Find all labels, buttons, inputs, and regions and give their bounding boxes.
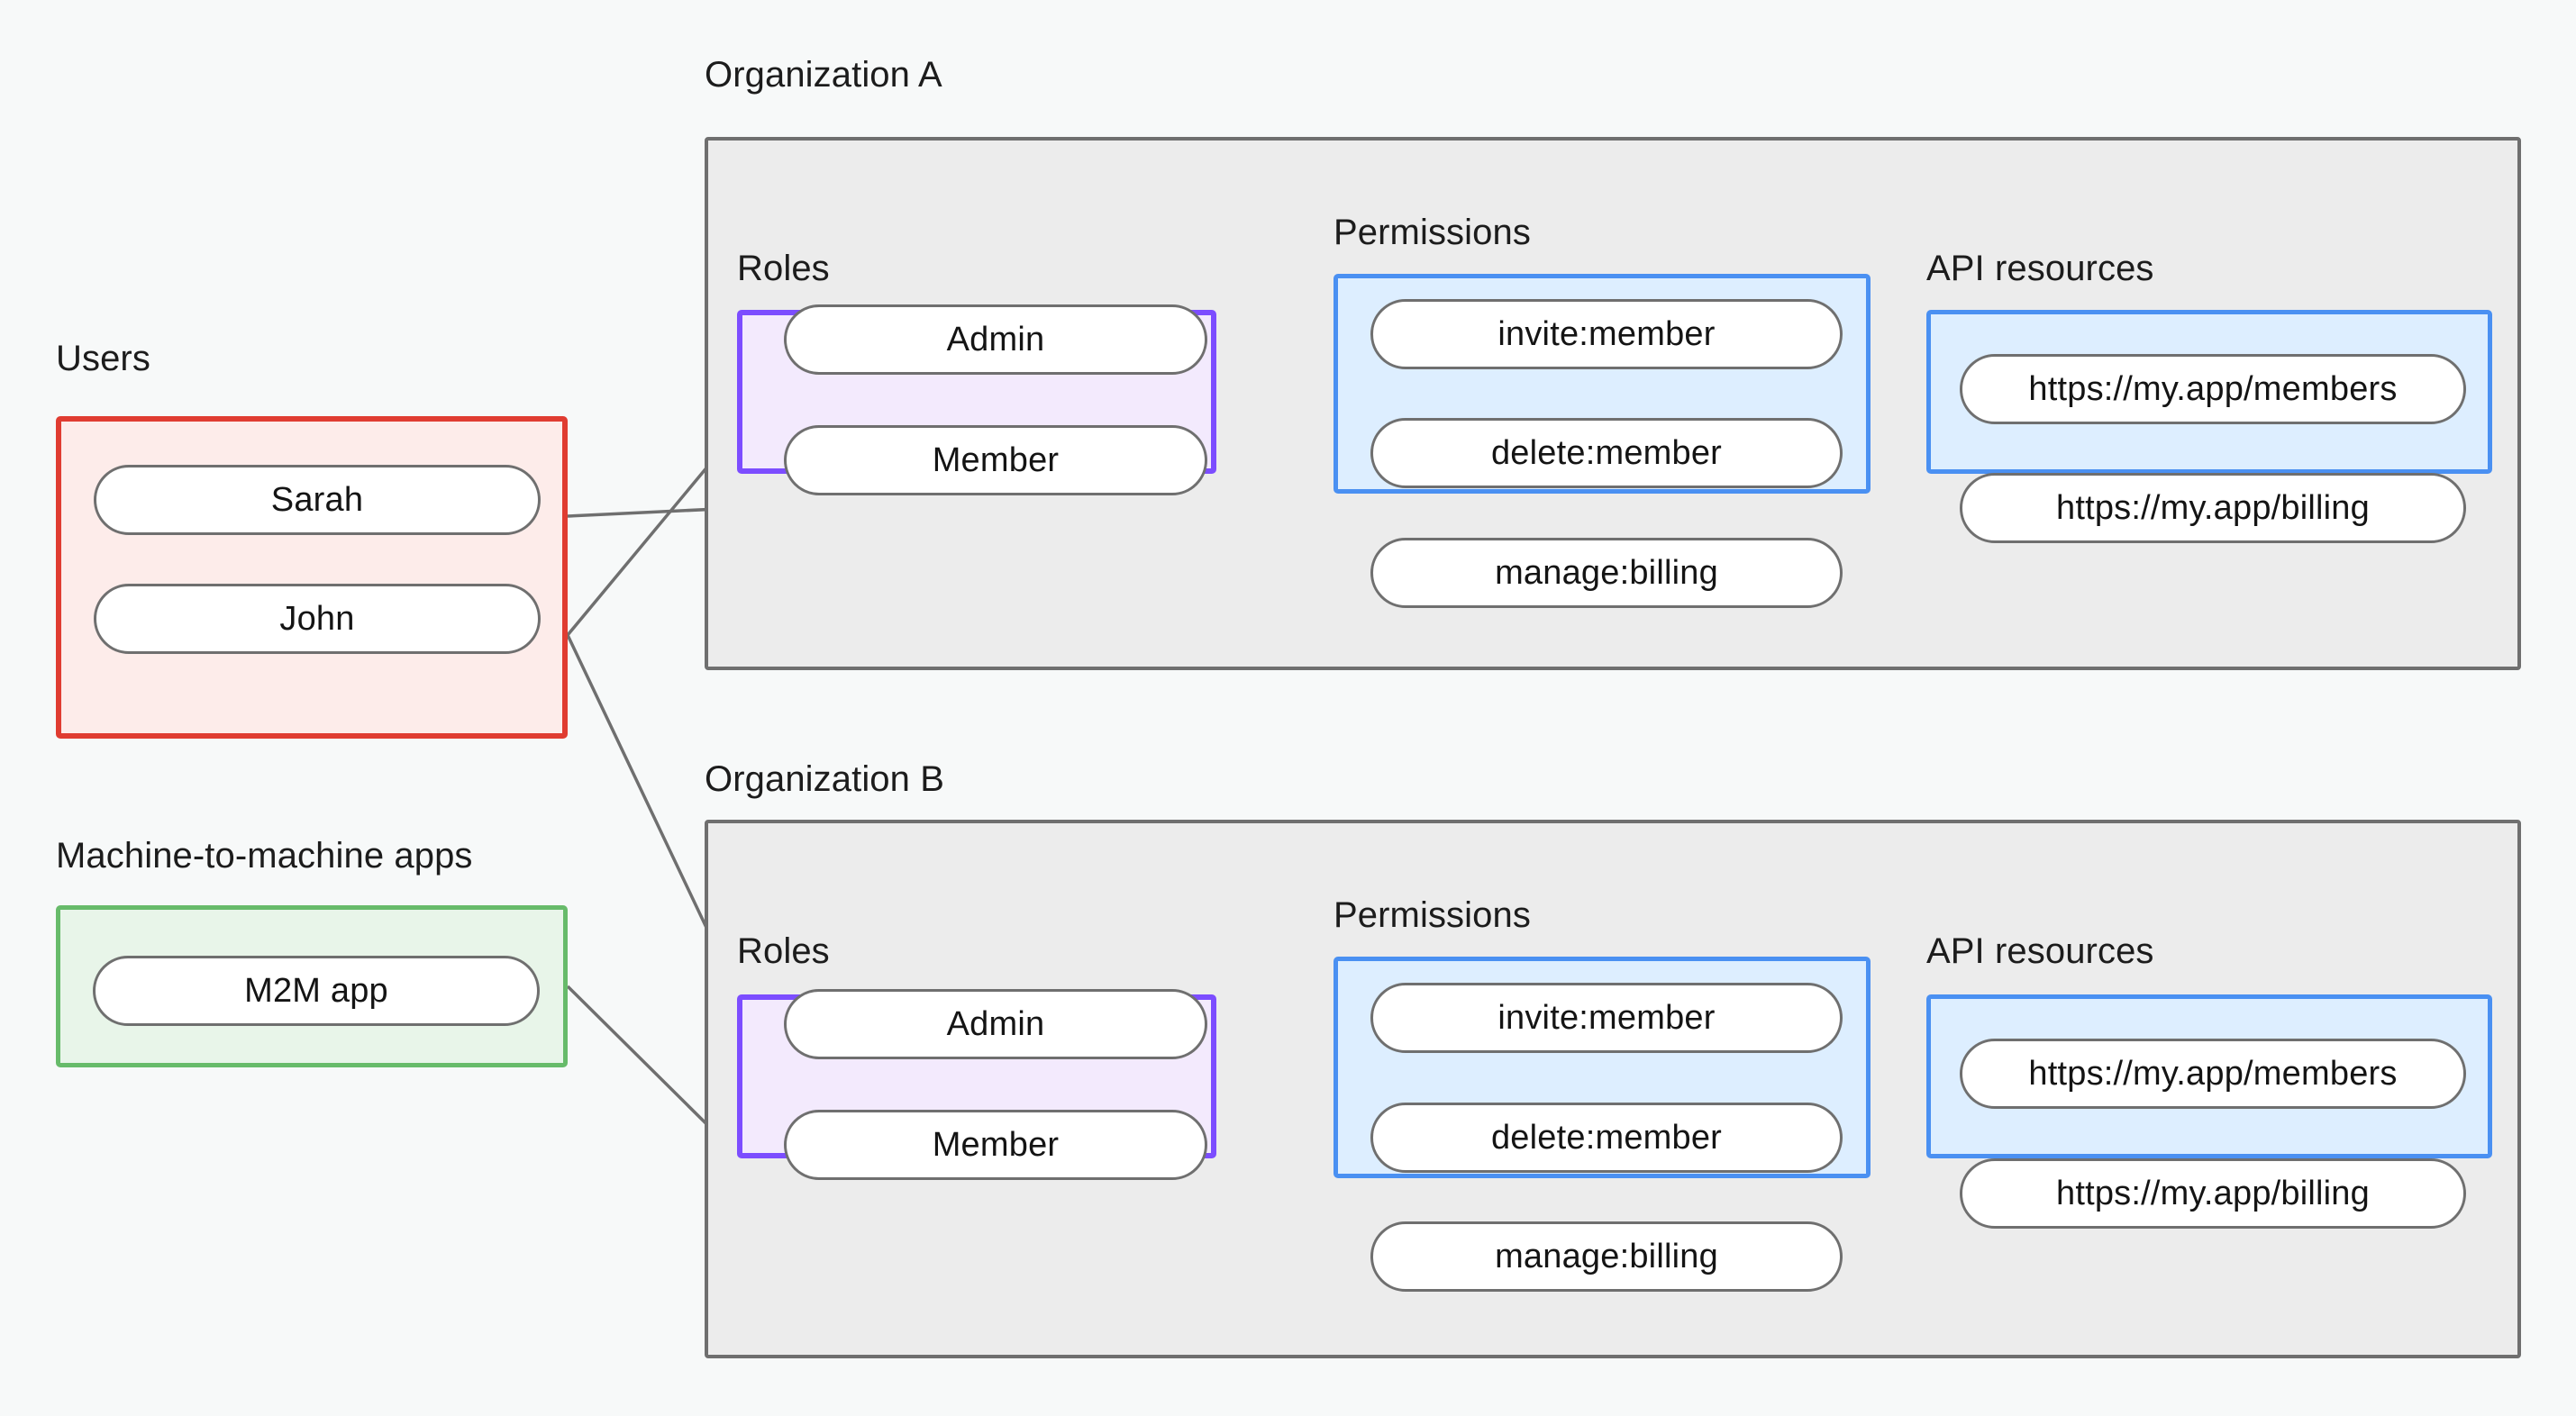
org-a-roles-caption: Roles bbox=[737, 249, 830, 288]
org-a-api-billing[interactable]: https://my.app/billing bbox=[1960, 473, 2466, 543]
org-b-roles-group: Admin Member bbox=[737, 989, 1216, 1180]
org-a-role-member[interactable]: Member bbox=[784, 425, 1207, 495]
org-a-api-group: https://my.app/members https://my.app/bi… bbox=[1926, 310, 2492, 543]
m2m-node-app[interactable]: M2M app bbox=[93, 956, 540, 1026]
org-a-permission-manage[interactable]: manage:billing bbox=[1370, 538, 1843, 608]
org-b-api-caption: API resources bbox=[1926, 931, 2154, 971]
org-b-permissions-caption: Permissions bbox=[1334, 895, 1531, 935]
org-b-role-member[interactable]: Member bbox=[784, 1110, 1207, 1180]
users-caption: Users bbox=[56, 339, 150, 378]
org-b-permission-invite[interactable]: invite:member bbox=[1370, 983, 1843, 1053]
m2m-caption: Machine-to-machine apps bbox=[56, 836, 473, 876]
org-b-permission-manage[interactable]: manage:billing bbox=[1370, 1221, 1843, 1292]
m2m-group: M2M app bbox=[56, 905, 568, 1067]
org-b-caption: Organization B bbox=[705, 759, 944, 799]
org-b-role-admin[interactable]: Admin bbox=[784, 989, 1207, 1059]
org-a-role-admin[interactable]: Admin bbox=[784, 304, 1207, 375]
org-a-permissions-group: invite:member delete:member manage:billi… bbox=[1334, 274, 1871, 608]
org-a-permissions-caption: Permissions bbox=[1334, 213, 1531, 252]
org-b-api-group: https://my.app/members https://my.app/bi… bbox=[1926, 994, 2492, 1229]
org-a-api-caption: API resources bbox=[1926, 249, 2154, 288]
org-b-api-billing[interactable]: https://my.app/billing bbox=[1960, 1158, 2466, 1229]
users-group: Sarah John bbox=[56, 416, 568, 739]
org-a-permission-delete[interactable]: delete:member bbox=[1370, 418, 1843, 488]
org-b-api-members[interactable]: https://my.app/members bbox=[1960, 1039, 2466, 1109]
org-a-roles-group: Admin Member bbox=[737, 304, 1216, 495]
org-b-roles-caption: Roles bbox=[737, 931, 830, 971]
user-node-sarah[interactable]: Sarah bbox=[94, 465, 541, 535]
org-a-caption: Organization A bbox=[705, 55, 942, 95]
org-a-api-members[interactable]: https://my.app/members bbox=[1960, 354, 2466, 424]
org-b-permission-delete[interactable]: delete:member bbox=[1370, 1103, 1843, 1173]
org-b-permissions-group: invite:member delete:member manage:billi… bbox=[1334, 957, 1871, 1292]
user-node-john[interactable]: John bbox=[94, 584, 541, 654]
org-b-container: Roles Admin Member Permissions invite:me… bbox=[705, 820, 2521, 1358]
org-a-container: Roles Admin Member Permissions invite:me… bbox=[705, 137, 2521, 670]
org-a-permission-invite[interactable]: invite:member bbox=[1370, 299, 1843, 369]
